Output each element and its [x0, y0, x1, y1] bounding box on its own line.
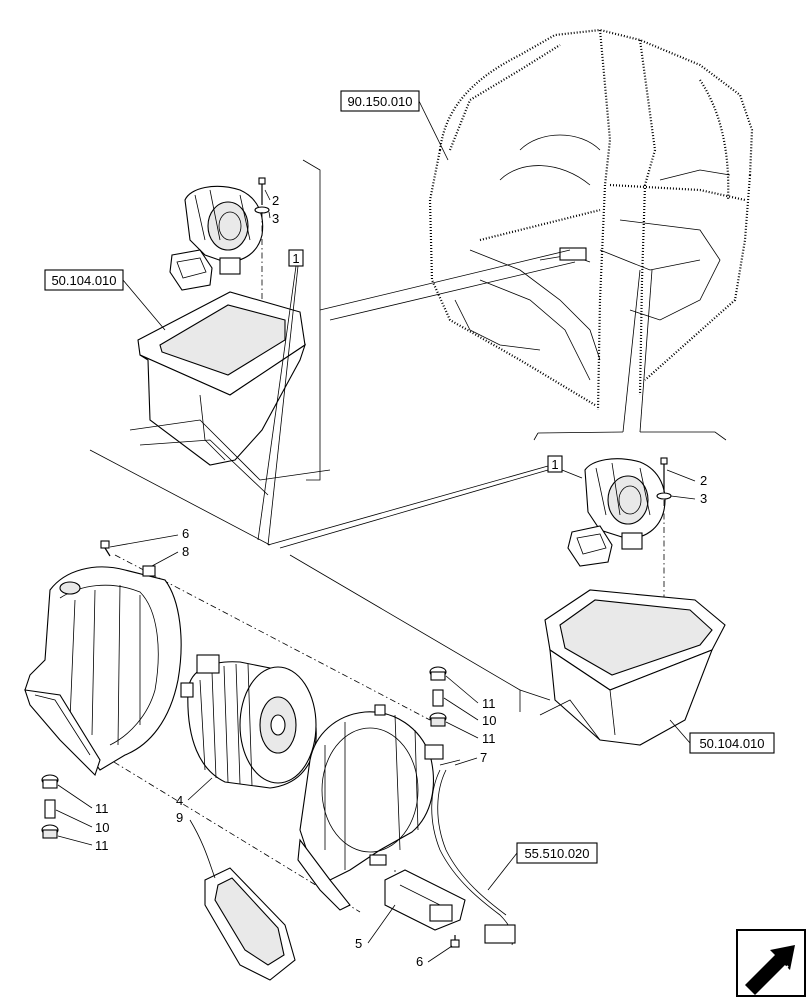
inset-frame: [289, 554, 521, 712]
callout-box-top-1[interactable]: 1: [288, 249, 304, 267]
top-screw: [254, 177, 270, 214]
next-page-arrow-icon[interactable]: [736, 929, 806, 997]
ref-console-right[interactable]: 50.104.010: [689, 732, 775, 754]
leader-line: [443, 697, 479, 721]
leader-line: [268, 211, 271, 219]
callout-7: 7: [480, 750, 487, 765]
callout-11-left-top: 11: [95, 801, 109, 816]
callout-8: 8: [182, 544, 189, 559]
ref-wiring[interactable]: 55.510.020: [516, 842, 598, 864]
callout-9: 9: [176, 810, 183, 825]
leader-line: [264, 189, 271, 201]
ref-cab[interactable]: 90.150.010: [340, 90, 420, 112]
leader-line: [319, 249, 571, 311]
callout-10-right: 10: [482, 713, 496, 728]
leader-line: [666, 469, 696, 482]
ref-cab-text: 90.150.010: [347, 94, 412, 109]
ref-console-right-text: 50.104.010: [699, 736, 764, 751]
screw-bottom: [450, 935, 460, 948]
screw-top: [100, 540, 111, 557]
callout-5: 5: [355, 936, 362, 951]
leader-line: [561, 469, 583, 479]
leader-line: [670, 495, 696, 500]
callout-11-right-top: 11: [482, 696, 496, 711]
leader-line: [267, 265, 299, 546]
mount-stack-left: [41, 774, 59, 839]
leader-line: [367, 904, 396, 944]
leader-line: [454, 757, 478, 766]
ref-wiring-text: 55.510.020: [524, 846, 589, 861]
leader-line: [55, 809, 93, 828]
top-blower: [169, 185, 264, 291]
leader-line: [669, 719, 691, 744]
callout-top-2: 2: [272, 193, 279, 208]
callout-right-2: 2: [700, 473, 707, 488]
inset-frame: [302, 159, 321, 481]
mount-stack-right: [429, 666, 447, 727]
inset-frame: [89, 449, 271, 546]
leader-line: [151, 551, 179, 567]
right-blower: [567, 458, 666, 567]
cab-frame: [428, 28, 754, 441]
blower-resistor: [384, 869, 466, 931]
blower-motor: [180, 654, 317, 789]
leader-line: [445, 675, 479, 704]
leader-line: [57, 835, 93, 846]
callout-box-right-1[interactable]: 1: [547, 455, 563, 473]
leader-line: [329, 261, 576, 321]
leader-line: [279, 469, 549, 549]
wiring-harness: [431, 759, 516, 946]
ref-console-top[interactable]: 50.104.010: [44, 269, 124, 291]
top-console: [129, 291, 331, 496]
callout-right-3: 3: [700, 491, 707, 506]
svg-text:1: 1: [551, 457, 558, 472]
axis-line: [114, 554, 431, 721]
callout-6-bottom: 6: [416, 954, 423, 969]
ref-console-top-text: 50.104.010: [51, 273, 116, 288]
leader-line: [445, 721, 479, 739]
leader-line: [57, 784, 93, 809]
svg-text:1: 1: [292, 251, 299, 266]
callout-11-left-bot: 11: [95, 838, 109, 853]
leader-line: [189, 819, 216, 879]
leader-line: [187, 777, 213, 801]
callout-4: 4: [176, 793, 183, 808]
callout-top-3: 3: [272, 211, 279, 226]
leader-line: [267, 465, 549, 546]
leader-line: [418, 100, 449, 161]
callout-10-left: 10: [95, 820, 109, 835]
right-console: [519, 589, 726, 746]
leader-line: [109, 534, 179, 548]
callout-6-top: 6: [182, 526, 189, 541]
leader-line: [487, 852, 518, 891]
blower-housing-right: [297, 704, 444, 911]
leader-line: [427, 945, 453, 963]
leader-line: [122, 279, 166, 331]
duct-seal: [204, 867, 296, 981]
blower-housing-left: [24, 565, 182, 777]
axis-line: [44, 719, 361, 913]
callout-11-right-bot: 11: [482, 731, 496, 746]
leader-line: [257, 265, 297, 541]
